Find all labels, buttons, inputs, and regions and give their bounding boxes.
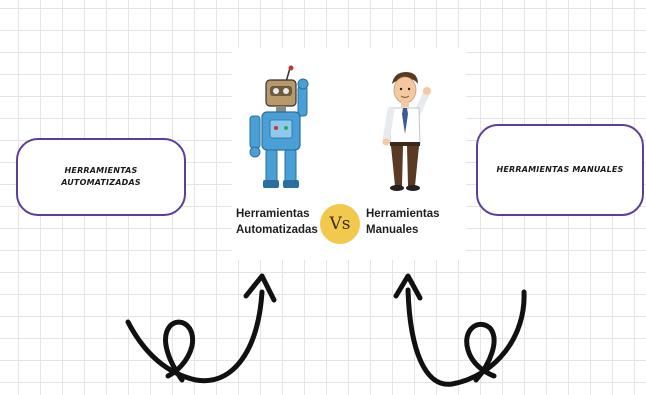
manual-tools-label-line2: Manuales	[366, 224, 419, 236]
manual-tools-box: HERRAMIENTAS MANUALES	[476, 124, 644, 216]
robot-icon	[249, 65, 309, 188]
automated-tools-label-line2: Automatizadas	[236, 224, 318, 236]
vs-badge: Vs	[320, 204, 360, 244]
right-curly-arrow-icon	[393, 273, 527, 387]
automated-tools-label-line1: Herramientas	[236, 208, 310, 220]
businessman-icon	[382, 72, 431, 191]
left-curly-arrow-icon	[125, 273, 277, 384]
automated-tools-label: Herramientas Automatizadas	[236, 206, 318, 238]
vs-text: Vs	[329, 214, 351, 234]
automated-tools-box-line2: AUTOMATIZADAS	[61, 178, 141, 187]
manual-tools-box-text: HERRAMIENTAS MANUALES	[496, 165, 624, 174]
automated-tools-box: HERRAMIENTAS AUTOMATIZADAS	[16, 138, 186, 216]
automated-tools-box-line1: HERRAMIENTAS	[64, 166, 138, 175]
manual-tools-label: Herramientas Manuales	[366, 206, 440, 238]
manual-tools-label-line1: Herramientas	[366, 208, 440, 220]
